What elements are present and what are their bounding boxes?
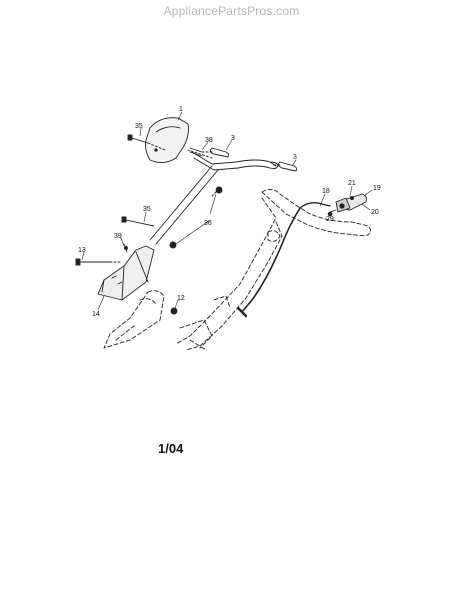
nut-12: [170, 307, 178, 315]
frame-outline-left: [103, 290, 165, 349]
callout-35b: 35: [143, 206, 151, 213]
hand-grip-left: [201, 147, 230, 158]
bolt-39: [123, 243, 128, 253]
control-lever-cluster: [327, 193, 367, 217]
callout-14: 14: [92, 311, 100, 318]
leader-lines: [81, 111, 373, 311]
callout-20: 20: [371, 209, 379, 216]
callout-36: 36: [204, 220, 212, 227]
handle-assembly-right: [175, 189, 371, 351]
nut-36-upper: [211, 186, 223, 197]
hand-grip-right: [273, 161, 298, 172]
diagram-revision-code: 1/04: [158, 441, 184, 456]
bolt-35-upper: [127, 134, 166, 151]
bolt-35-lower: [121, 216, 155, 227]
nut-36-lower: [169, 241, 177, 249]
part-lower-handle-bracket: [97, 245, 155, 301]
site-watermark: AppliancePartsPros.com: [163, 4, 300, 18]
callout-3a: 3: [231, 135, 235, 142]
part-shield-cover: [145, 117, 189, 163]
callout-13: 13: [78, 247, 86, 254]
callout-1: 1: [179, 106, 183, 113]
callout-18: 18: [322, 188, 330, 195]
callout-38: 38: [205, 137, 213, 144]
callout-29: 29: [326, 216, 334, 223]
control-cable: [236, 202, 331, 318]
part-38-tube: [189, 147, 203, 157]
upper-handle-tube: [149, 149, 279, 245]
callout-12: 12: [177, 295, 185, 302]
callout-39: 39: [114, 233, 122, 240]
callout-19: 19: [373, 185, 381, 192]
callout-35a: 35: [135, 123, 143, 130]
callout-3b: 3: [293, 154, 297, 161]
callout-21: 21: [348, 180, 356, 187]
bolt-13: [75, 258, 123, 266]
